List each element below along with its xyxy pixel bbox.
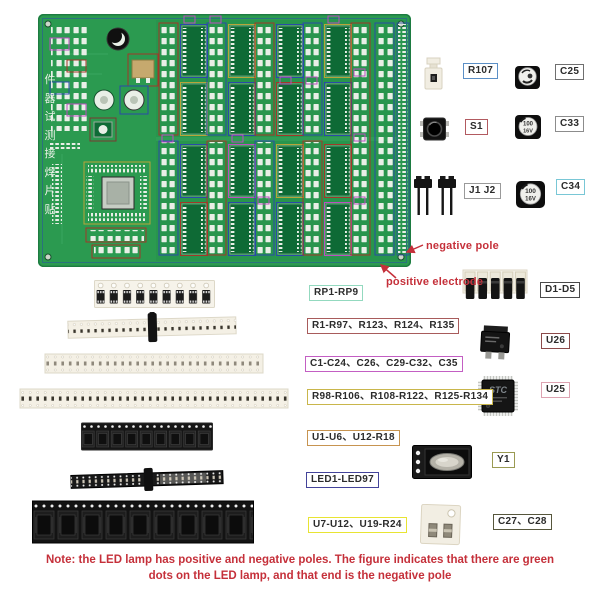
pcb-silkscreen-vertical-text: 件器试测接焊片贴	[44, 74, 56, 216]
c34-marking-voltage: 16V	[525, 197, 536, 203]
label-u26: U26	[541, 333, 571, 349]
label-u25: U25	[541, 382, 571, 398]
y1-crystal-component	[412, 445, 472, 479]
r107-trimmer-component	[424, 57, 443, 90]
c27-c28-component	[420, 504, 462, 546]
label-c1-group: C1-C24、C26、C29-C32、C35	[305, 356, 463, 372]
c33-capacitor-component: 100 16V	[515, 115, 541, 139]
c25-capacitor-component	[515, 66, 540, 89]
label-rp1-rp9: RP1-RP9	[309, 285, 364, 301]
u26-chip-component	[480, 325, 511, 360]
label-r107: R107	[463, 63, 499, 79]
label-s1: S1	[465, 119, 488, 135]
j1-j2-headers-component	[414, 176, 456, 215]
c33-marking-voltage: 16V	[523, 129, 533, 135]
c34-capacitor-component: 100 16V	[516, 181, 545, 208]
note-line-1: Note: the LED lamp has positive and nega…	[45, 554, 555, 566]
label-led-group: LED1-LED97	[306, 472, 380, 488]
r1-group-strip	[67, 312, 237, 343]
label-u1-group: U1-U6、U12-R18	[307, 430, 400, 446]
c34-marking-value: 100	[525, 188, 536, 195]
label-c27-c28: C27、C28	[493, 514, 552, 530]
led-group-strip	[70, 467, 224, 492]
u25-logo-marking: STC	[489, 385, 508, 395]
label-y1: Y1	[492, 452, 515, 468]
rp1-rp9-strip	[94, 280, 215, 308]
label-u7-group: U7-U12、U19-R24	[308, 517, 407, 533]
label-c33: C33	[555, 116, 585, 132]
u1-group-strip	[81, 422, 213, 451]
led-polarity-note: Note: the LED lamp has positive and nega…	[0, 552, 600, 584]
pcb-board-photo	[38, 14, 411, 267]
label-r98-group: R98-R106、R108-R122、R125-R134	[307, 389, 494, 405]
negative-pole-callout: negative pole	[426, 240, 499, 252]
positive-electrode-callout: positive electrode	[386, 276, 484, 288]
c33-marking-value: 100	[523, 122, 534, 128]
d1-d5-diodes-component	[462, 269, 528, 299]
label-r1-group: R1-R97、R123、R124、R135	[307, 318, 460, 334]
label-c34: C34	[556, 179, 586, 195]
c1-group-strip	[44, 351, 264, 377]
note-line-2: dots on the LED lamp, and that end is th…	[148, 570, 452, 582]
label-c25: C25	[555, 64, 585, 80]
label-d1-d5: D1-D5	[540, 282, 581, 298]
u7-group-strip	[32, 500, 254, 544]
s1-switch-component	[420, 117, 449, 141]
label-j1-j2: J1 J2	[464, 183, 501, 199]
r98-group-strip	[19, 385, 289, 413]
